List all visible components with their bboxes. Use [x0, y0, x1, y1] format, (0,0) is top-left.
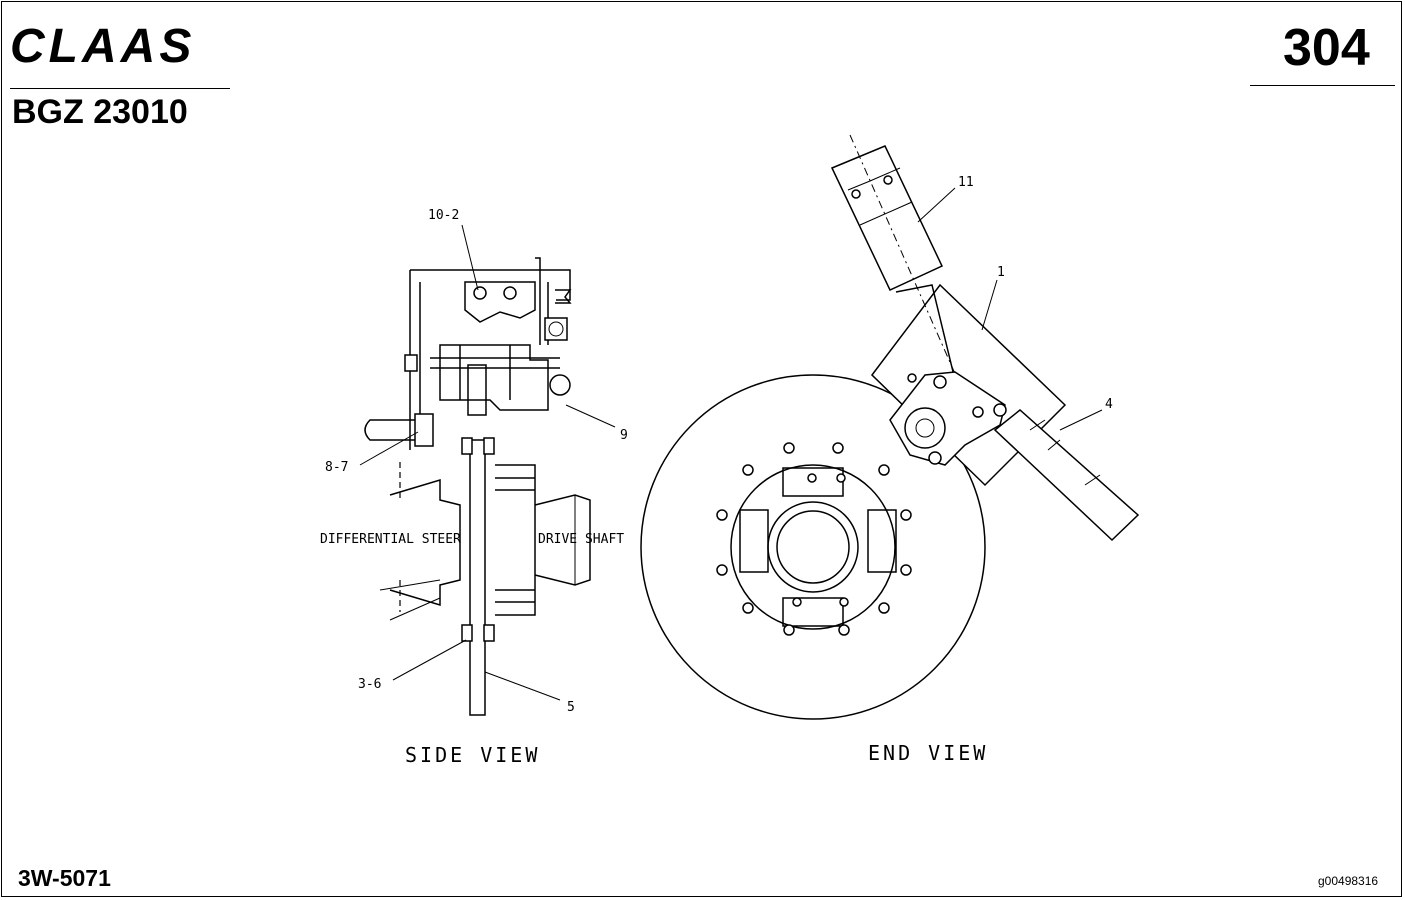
flange-lines — [495, 477, 535, 603]
brand-logo-text: CLAAS — [10, 22, 195, 66]
drive-shaft-flange — [534, 494, 591, 586]
chamber-lines — [430, 345, 560, 400]
side-view-drawing — [364, 257, 591, 716]
callout-10-2: 10-2 — [428, 208, 459, 223]
clip — [555, 289, 572, 304]
nut-9 — [549, 374, 571, 396]
callout-1: 1 — [997, 265, 1005, 280]
bolt-head-8-7 — [414, 413, 434, 447]
claas-logo: CLAAS — [10, 22, 195, 66]
adjuster-hub — [904, 407, 946, 449]
callout-3-6: 3-6 — [358, 677, 381, 692]
nut-left — [404, 354, 418, 372]
caption-end-view: END VIEW — [868, 741, 988, 765]
side-view-labels: 10-2 9 8-7 3-6 5 DIFFERENTIAL STEER DRIV… — [320, 208, 628, 767]
bolt-10-2-a — [473, 286, 487, 300]
callout-4: 4 — [1105, 397, 1113, 412]
pad-right — [867, 509, 897, 573]
callout-5: 5 — [567, 700, 575, 715]
hub-flange — [730, 464, 896, 630]
plate-5 — [469, 439, 486, 716]
model-number: BGZ 23010 — [12, 93, 188, 131]
hub-bore-inner — [776, 510, 850, 584]
differential-housing — [389, 478, 461, 607]
page-number: 304 — [1283, 19, 1370, 77]
image-id: g00498316 — [1318, 874, 1379, 888]
pushrod — [895, 284, 956, 381]
brake-chamber-side — [439, 344, 549, 411]
bolt-top-b — [483, 437, 495, 455]
side-view-leaders — [359, 224, 616, 701]
hub-bore-outer — [767, 501, 859, 593]
end-view-drawing — [640, 134, 1140, 720]
label-drive-shaft: DRIVE SHAFT — [538, 532, 624, 547]
document-code: 3W-5071 — [18, 865, 111, 891]
brake-disc-outer — [640, 374, 986, 720]
pad-bottom — [782, 597, 844, 627]
label-differential-steer: DIFFERENTIAL STEER — [320, 532, 461, 547]
end-view-leaders — [917, 187, 1103, 431]
bolt-3-6-b — [483, 624, 495, 642]
caption-side-view: SIDE VIEW — [405, 743, 540, 767]
header-rule-right — [1250, 85, 1395, 86]
lever-4 — [993, 409, 1140, 542]
housing-lower-lines — [379, 579, 441, 621]
arm-side — [467, 364, 487, 416]
upper-bracket — [464, 281, 536, 323]
bolt-3-6-a — [461, 624, 473, 642]
flange-stack — [495, 464, 536, 616]
bolt-10-2-b — [503, 286, 517, 300]
wheel-studs — [716, 442, 912, 636]
header-rule-left — [10, 88, 230, 89]
end-view-labels: 11 1 4 END VIEW — [868, 175, 1113, 765]
fitting — [544, 317, 568, 341]
callout-9: 9 — [620, 428, 628, 443]
bolt-top-a — [461, 437, 473, 455]
pad-left — [739, 509, 769, 573]
callout-8-7: 8-7 — [325, 460, 348, 475]
callout-11: 11 — [958, 175, 974, 190]
